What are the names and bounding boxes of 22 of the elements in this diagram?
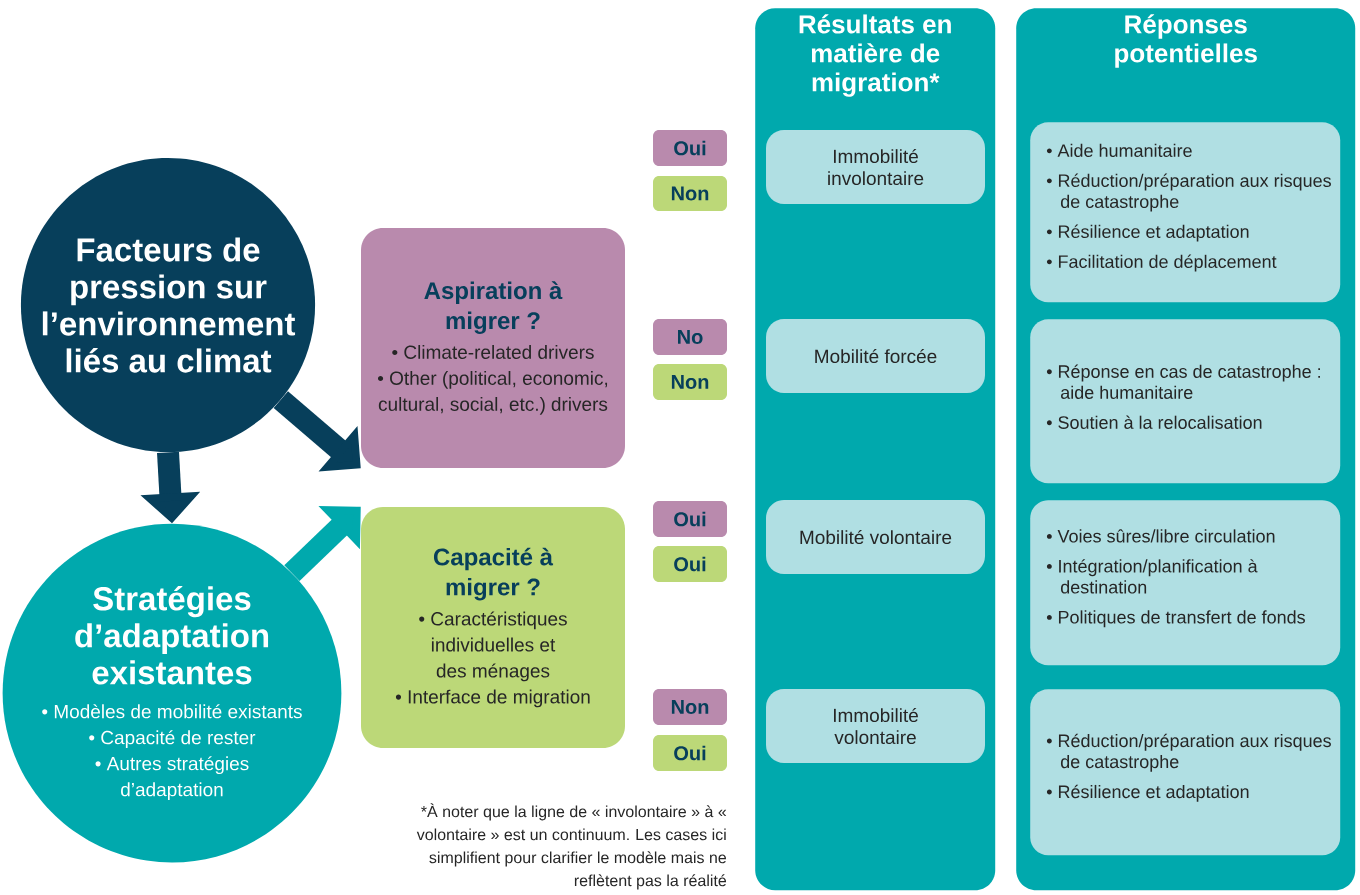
answer-badge: Non xyxy=(653,689,727,725)
response-box: • Réponse en cas de catastrophe : aide humanitaire • Soutien à la relocalisation xyxy=(1030,319,1341,484)
answer-badge: No xyxy=(653,319,727,355)
answer-badge: Oui xyxy=(653,501,727,537)
response-box: • Voies sûres/libre circulation • Intégration/planification à destination • Politiques de transfert de fonds xyxy=(1030,500,1341,666)
circle-node: Facteurs de pression sur l’environnement liés au climat xyxy=(20,157,316,453)
response-box: • Réduction/préparation aux risques de catastrophe • Résilience et adaptation xyxy=(1030,689,1341,856)
circle-node: Stratégies d’adaptation existantes • Modèles de mobilité existants • Capacité de rester • Autres stratégies d’adaptation xyxy=(2,523,342,863)
question-box: Capacité à migrer ? • Caractéristiques individuelles et des ménages • Interface de migration xyxy=(361,507,625,748)
answer-badge: Non xyxy=(653,176,727,211)
outcome-box: Immobilité volontaire xyxy=(766,689,985,763)
outcome-box: Mobilité forcée xyxy=(766,319,985,393)
outcome-box: Immobilité involontaire xyxy=(766,130,985,204)
footnote: *À noter que la ligne de « involontaire » à « volontaire » est un continuum. Les cases ici simplifient pour clarifier le modèle mais ne reflètent pas la réalité xyxy=(416,803,727,890)
answer-badge: Oui xyxy=(653,735,727,771)
response-box: • Aide humanitaire • Réduction/préparation aux risques de catastrophe • Résilience et adaptation • Facilitation de déplacement xyxy=(1030,122,1341,303)
question-box: Aspiration à migrer ? • Climate-related drivers • Other (political, economic, cultural, social, etc.) drivers xyxy=(361,228,625,468)
answer-badge: Oui xyxy=(653,130,727,166)
arrow xyxy=(284,506,361,582)
answer-badge: Oui xyxy=(653,546,727,582)
answer-badge: Non xyxy=(653,364,727,400)
outcome-box: Mobilité volontaire xyxy=(766,500,985,574)
